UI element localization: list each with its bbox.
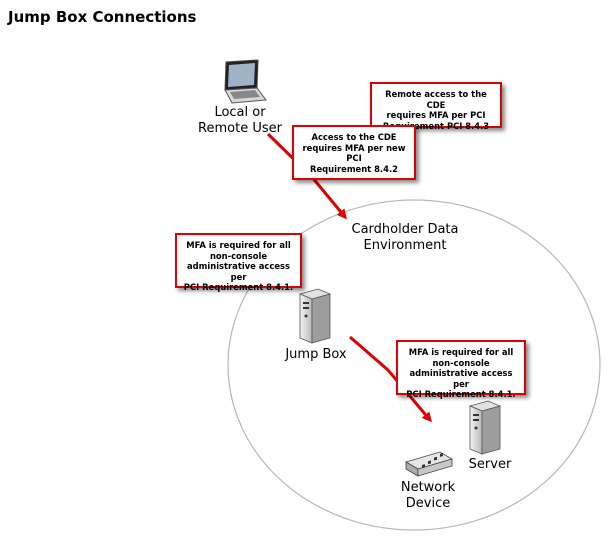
laptop-icon bbox=[224, 59, 267, 104]
cde-boundary bbox=[227, 199, 601, 531]
network-switch-icon bbox=[404, 451, 454, 477]
note-remote-access: Remote access to the CDE requires MFA pe… bbox=[370, 82, 502, 131]
server-label: Server bbox=[468, 457, 512, 472]
page-title: Jump Box Connections bbox=[8, 8, 197, 26]
network-device-label: Network Device bbox=[400, 480, 456, 511]
note-admin-access-jumpbox: MFA is required for all non-console admi… bbox=[175, 233, 302, 292]
note-cde-access: Access to the CDE requires MFA per new P… bbox=[292, 125, 416, 180]
server-tower-icon bbox=[298, 288, 332, 344]
cde-label: Cardholder Data Environment bbox=[351, 222, 459, 253]
jumpbox-label: Jump Box bbox=[285, 347, 347, 362]
note-admin-access-devices: MFA is required for all non-console admi… bbox=[396, 340, 526, 399]
user-label: Local or Remote User bbox=[198, 105, 282, 136]
server-tower-icon bbox=[468, 400, 502, 455]
arrow-jumpbox-to-devices bbox=[349, 335, 432, 423]
